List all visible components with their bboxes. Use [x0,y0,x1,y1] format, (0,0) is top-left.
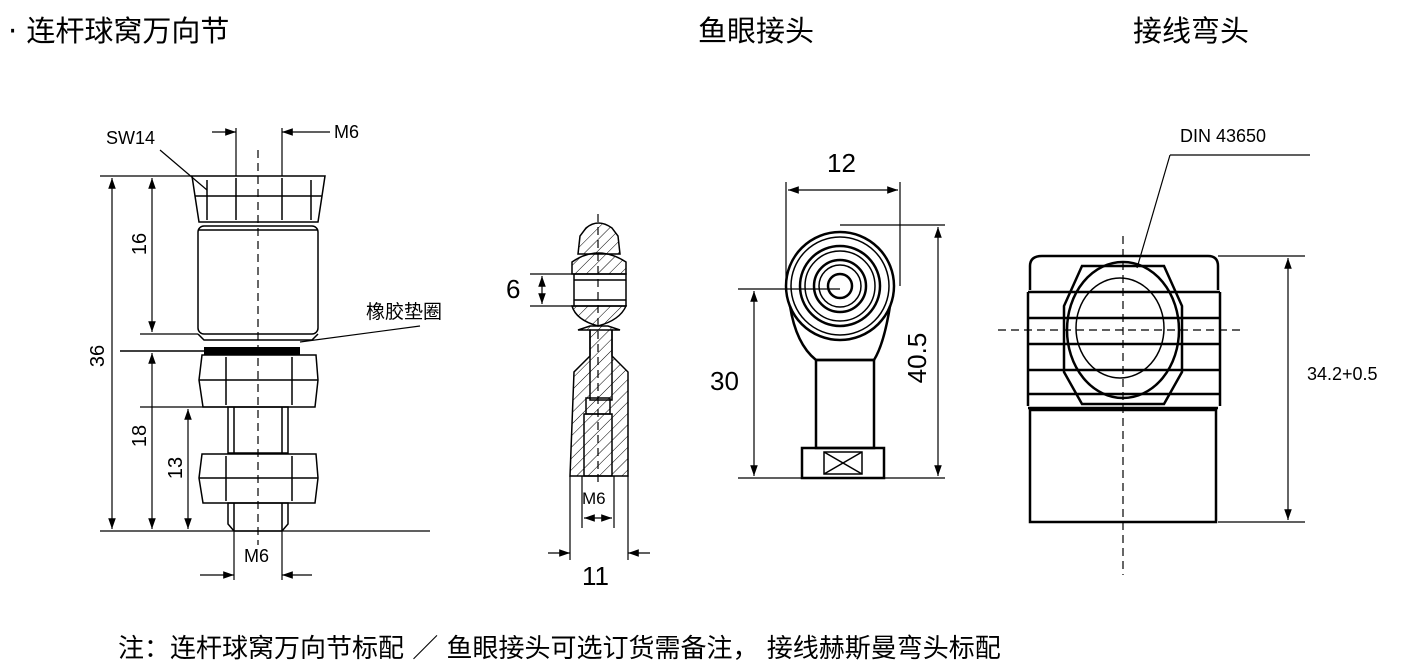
label-din-43650: DIN 43650 [1180,126,1266,146]
rod-end-section-drawing [530,214,650,560]
label-m6-bottom: M6 [244,546,269,566]
rod-end-front-drawing [738,182,945,480]
label-m6-top: M6 [334,122,359,142]
label-sw14: SW14 [106,128,155,148]
label-30: 30 [710,366,739,396]
footer-note: 注：连杆球窝万向节标配 ／ 鱼眼接头可选订货需备注， 接线赫斯曼弯头标配 [118,634,1001,664]
label-m6-rod: M6 [582,489,606,508]
label-12: 12 [827,148,856,178]
title-rod-end: 鱼眼接头 [698,14,815,48]
ball-joint-drawing [100,128,430,580]
elbow-connector-drawing [998,154,1310,575]
label-6: 6 [506,274,520,304]
label-11: 11 [582,561,609,591]
label-40-5: 40.5 [902,333,932,384]
label-height-34-2: 34.2+0.5 [1307,364,1378,384]
label-16: 16 [129,233,151,255]
label-13: 13 [165,457,187,479]
label-36: 36 [87,345,109,367]
label-18: 18 [129,425,151,447]
title-elbow-connector: 接线弯头 [1133,14,1250,48]
title-ball-joint: · 连杆球窝万向节 [8,14,230,48]
label-rubber-gasket: 橡胶垫圈 [366,301,442,323]
